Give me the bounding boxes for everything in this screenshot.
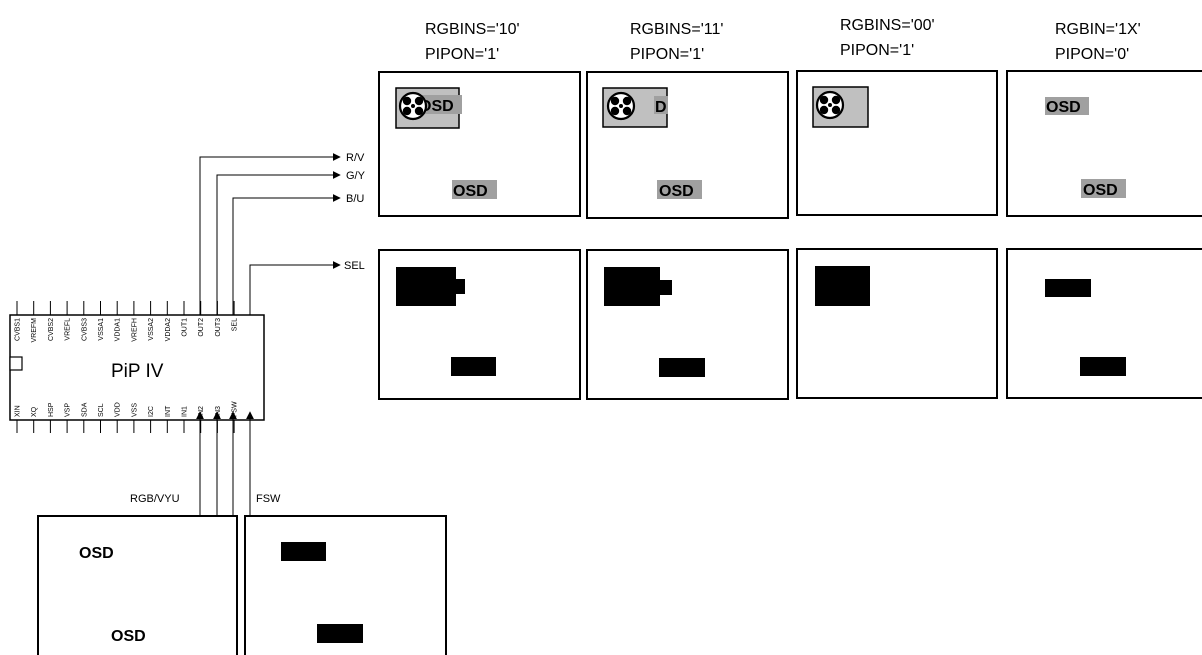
pin-label: OUT3 (215, 318, 222, 337)
pin-label: SCL (98, 403, 105, 417)
osd-highlight (1081, 179, 1126, 198)
pin-label: SDA (81, 402, 88, 417)
sel-screen-col1 (378, 249, 581, 400)
pin-label: CVBS1 (15, 318, 22, 341)
osd-highlight (452, 180, 497, 199)
pin-label: VREFM (31, 318, 38, 343)
pin-label: XQ (31, 406, 38, 417)
header-col4-line2: PIPON='0' (1055, 46, 1129, 63)
pin-label: XIN (15, 405, 22, 417)
sel-screen-col4 (1006, 248, 1202, 399)
osd-highlight (1045, 97, 1089, 115)
pin-label: VSSA1 (98, 318, 105, 341)
pin-label: VSP (65, 403, 72, 417)
osd-label-top: OSD (419, 98, 454, 115)
fsw-input-label: FSW (256, 493, 281, 505)
osd-label-top: OSD (79, 545, 114, 562)
camera-icon (398, 91, 428, 121)
osd-label-bottom: OSD (453, 183, 488, 200)
osd-block-partial (455, 279, 465, 294)
rv-line (199, 153, 341, 315)
header-col2-line2: PIPON='1' (630, 46, 704, 63)
pin-label: VDDA2 (165, 318, 172, 341)
camera-icon (606, 91, 636, 121)
chip-notch (9, 356, 23, 371)
pin-label: VSS (131, 403, 138, 417)
pin-label: INT (165, 405, 172, 417)
osd-label-bottom: OSD (111, 628, 146, 645)
osd-block (451, 357, 496, 376)
output-screen-col4: OSD OSD (1006, 70, 1202, 217)
pin-label: VSSA2 (148, 318, 155, 341)
screen-frame (37, 515, 238, 655)
pip-block (604, 267, 660, 306)
osd-block-partial (659, 280, 672, 295)
pin-label: VDD (115, 402, 122, 417)
fsw-block (281, 542, 326, 561)
sel-screen-col2 (586, 249, 789, 400)
header-col1-line1: RGBINS='10' (425, 21, 520, 38)
camera-icon (815, 90, 845, 120)
header-col4-line1: RGBIN='1X' (1055, 21, 1141, 38)
gy-line (216, 171, 341, 315)
fsw-block (317, 624, 363, 643)
pin-label: VDDA1 (115, 318, 122, 341)
osd-block (1045, 279, 1091, 297)
bottom-pins: XIN XQ HSP VSP SDA SCL VDD VSS I2C INT IN1 IN2 IN3 FS… (15, 401, 239, 433)
sel-line (249, 261, 341, 315)
pin-label: I2C (148, 406, 155, 417)
source-osd-screen: OSD OSD (37, 515, 238, 655)
osd-label-partial: D (655, 99, 667, 116)
header-col3-line1: RGBINS='00' (840, 17, 935, 34)
output-screen-col2: D OSD (586, 71, 789, 219)
osd-label-bottom: OSD (659, 183, 694, 200)
pin-label: IN3 (215, 406, 222, 417)
header-col2-line1: RGBINS='11' (630, 21, 723, 38)
osd-label-top: OSD (1046, 99, 1081, 116)
column-headers: RGBINS='10' PIPON='1' RGBINS='11' PIPON=… (425, 17, 1141, 63)
top-pins: CVBS1 VREFM CVBS2 VREFL CVBS3 VSSA1 VDDA1 VREFH… (15, 301, 239, 343)
pip-block (396, 267, 456, 306)
output-screen-col3 (796, 70, 998, 216)
osd-highlight (417, 95, 462, 114)
source-fsw-screen (244, 515, 447, 655)
bu-line (232, 194, 341, 315)
pin-label: CVBS2 (48, 318, 55, 341)
osd-block (659, 358, 705, 377)
pin-label: FSW (232, 401, 239, 417)
header-col1-line2: PIPON='1' (425, 46, 499, 63)
rgb-input-label: RGB/VYU (130, 493, 180, 505)
output-signal-lines (199, 153, 341, 315)
osd-label-bottom: OSD (1083, 182, 1118, 199)
pin-label: OUT1 (182, 318, 189, 337)
pin-label: IN1 (182, 406, 189, 417)
gy-label: G/Y (346, 170, 366, 182)
chip-title: PiP IV (111, 361, 164, 382)
sel-label: SEL (344, 260, 365, 272)
bu-label: B/U (346, 193, 364, 205)
pin-label: OUT2 (198, 318, 205, 337)
sel-screen-col3 (796, 248, 998, 399)
pin-label: HSP (48, 402, 55, 417)
pin-label: VREFL (65, 318, 72, 341)
pin-label: VREFH (131, 318, 138, 342)
rv-label: R/V (346, 152, 365, 164)
pin-label: SEL (232, 318, 239, 331)
input-signal-lines (196, 411, 254, 516)
header-col3-line2: PIPON='1' (840, 42, 914, 59)
pin-label: CVBS3 (81, 318, 88, 341)
output-screen-col1: OSD OSD (378, 71, 581, 217)
osd-block (1080, 357, 1126, 376)
osd-highlight (654, 96, 668, 114)
osd-highlight (657, 180, 702, 199)
pin-label: IN2 (198, 406, 205, 417)
pip-block (815, 266, 870, 306)
chip-body (9, 314, 265, 421)
